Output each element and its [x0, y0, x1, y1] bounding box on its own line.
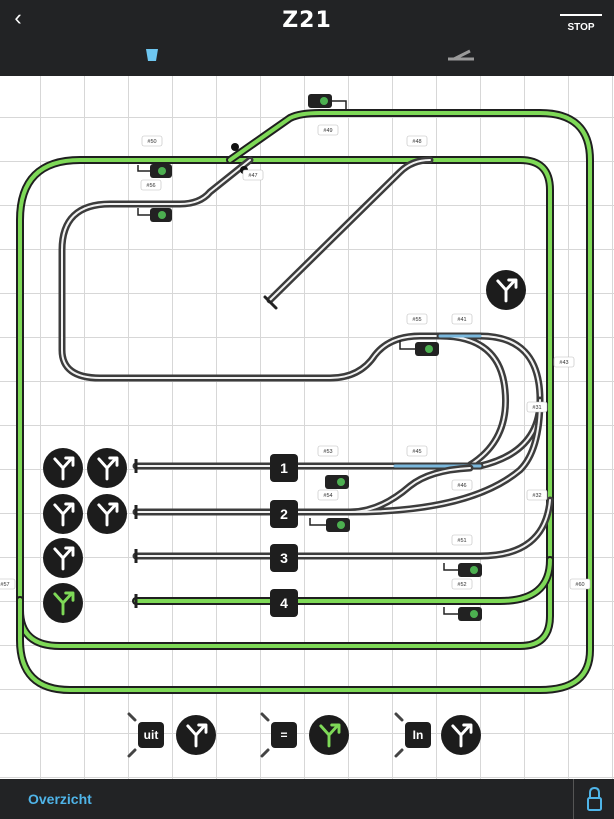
track-id-label: #60: [569, 578, 591, 590]
track-layout: #50 #49 #48 #56 #47 #55 #41 #43 #31 #53 #45 #46 #54 #…: [0, 94, 594, 694]
svg-text:#31: #31: [532, 405, 541, 411]
svg-text:4: 4: [280, 595, 288, 611]
svg-text:uit: uit: [144, 728, 159, 742]
inner-loop-track: [58, 156, 544, 470]
switch-track-2-b-button[interactable]: [87, 494, 127, 534]
control-equal[interactable]: =: [260, 712, 349, 758]
svg-text:1: 1: [280, 460, 288, 476]
switch-track-1-a-button[interactable]: [43, 448, 83, 488]
signal-track-1[interactable]: [325, 475, 349, 489]
switch-right-button[interactable]: [486, 270, 526, 310]
svg-text:#46: #46: [457, 483, 466, 489]
track-number-4[interactable]: 4: [270, 589, 298, 617]
control-row: uit = In: [127, 712, 481, 758]
signal-track-4[interactable]: [443, 607, 482, 621]
signal-top[interactable]: [308, 94, 347, 110]
switch-track-3-button[interactable]: [43, 538, 83, 578]
signal-track-2[interactable]: [309, 518, 350, 532]
switch-track-2-a-button[interactable]: [43, 494, 83, 534]
track-id-label: #45: [406, 445, 428, 457]
control-uit[interactable]: uit: [127, 712, 216, 758]
track-id-label: #43: [553, 356, 575, 368]
bottom-bar: Overzicht: [0, 779, 614, 819]
svg-text:#56: #56: [146, 183, 155, 189]
control-in[interactable]: In: [394, 712, 481, 758]
svg-text:#52: #52: [457, 582, 466, 588]
track-id-label: #49: [317, 124, 339, 136]
track-id-label: #31: [526, 401, 548, 413]
track-id-label: #48: [406, 135, 428, 147]
track-id-label: #55: [406, 313, 428, 325]
control-switch-icon[interactable]: [176, 715, 216, 755]
back-chevron-icon[interactable]: ‹: [14, 5, 22, 30]
top-bar: ‹ Z21 STOP: [0, 0, 614, 76]
signal-56[interactable]: [137, 208, 172, 222]
switch-mode-icon[interactable]: [446, 48, 476, 62]
track-id-label: #52: [451, 578, 473, 590]
track-number-2[interactable]: 2: [270, 500, 298, 528]
track-number-3[interactable]: 3: [270, 544, 298, 572]
svg-text:#45: #45: [412, 449, 421, 455]
track-id-label: #50: [141, 135, 163, 147]
track-id-label: #47: [242, 169, 264, 181]
svg-text:#60: #60: [575, 582, 584, 588]
stop-label: STOP: [567, 22, 595, 33]
signal-50[interactable]: [137, 164, 172, 178]
svg-text:#53: #53: [323, 449, 332, 455]
track-id-label: #51: [451, 534, 473, 546]
svg-text:#50: #50: [147, 139, 156, 145]
svg-text:#47: #47: [248, 173, 257, 179]
track-id-label: #57: [0, 578, 16, 590]
stop-button[interactable]: STOP: [560, 14, 602, 33]
svg-text:#41: #41: [457, 317, 466, 323]
svg-text:#49: #49: [323, 128, 332, 134]
svg-text:#32: #32: [532, 493, 541, 499]
lock-icon[interactable]: [573, 779, 614, 819]
svg-text:#55: #55: [412, 317, 421, 323]
track-canvas: #50 #49 #48 #56 #47 #55 #41 #43 #31 #53 #45 #46 #54 #…: [0, 76, 614, 779]
control-switch-icon[interactable]: [309, 715, 349, 755]
track-id-label: #56: [140, 179, 162, 191]
track-id-label: #53: [317, 445, 339, 457]
signal-track-3[interactable]: [443, 563, 482, 577]
track-number-1[interactable]: 1: [270, 454, 298, 482]
diagonal-spur: [266, 156, 434, 304]
app-title: Z21: [282, 8, 332, 33]
switch-track-4-button[interactable]: [43, 583, 83, 623]
track-id-label: #41: [451, 313, 473, 325]
svg-text:=: =: [280, 728, 287, 742]
svg-text:#48: #48: [412, 139, 421, 145]
overview-link[interactable]: Overzicht: [28, 791, 92, 807]
svg-text:In: In: [413, 728, 424, 742]
svg-text:3: 3: [280, 550, 288, 566]
track-4-line: [132, 556, 554, 605]
track-id-label: #32: [526, 489, 548, 501]
track-mode-icon[interactable]: [145, 48, 159, 62]
control-switch-icon[interactable]: [441, 715, 481, 755]
switch-track-1-b-button[interactable]: [87, 448, 127, 488]
svg-text:#57: #57: [0, 582, 9, 588]
track-id-label: #46: [451, 479, 473, 491]
svg-text:2: 2: [280, 506, 288, 522]
track-id-label: #54: [317, 489, 339, 501]
signal-55[interactable]: [399, 340, 439, 356]
svg-text:#54: #54: [323, 493, 332, 499]
svg-text:#51: #51: [457, 538, 466, 544]
svg-text:#43: #43: [559, 360, 568, 366]
